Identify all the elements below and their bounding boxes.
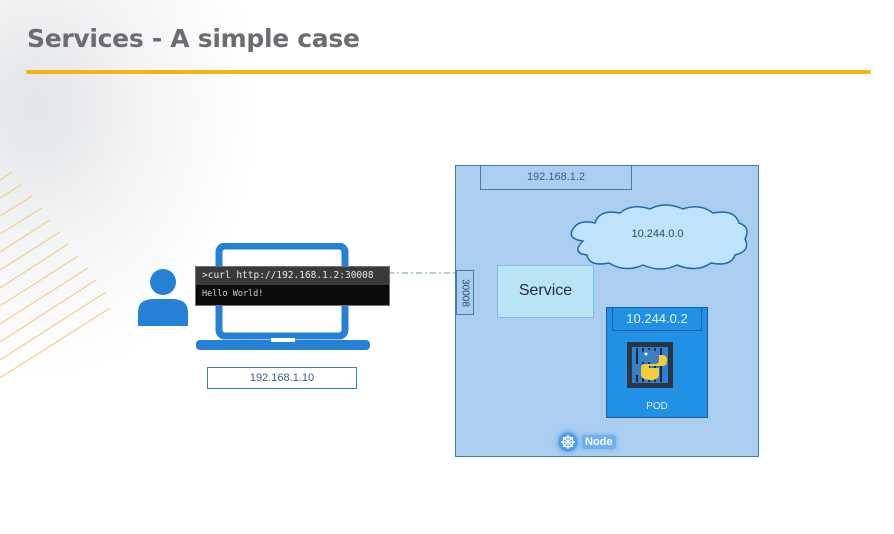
node-badge: Node [558, 432, 616, 452]
terminal-command: >curl http://192.168.1.2:30008 [196, 267, 389, 285]
terminal-window: >curl http://192.168.1.2:30008 Hello Wor… [195, 266, 390, 306]
node-port-label: 30008 [459, 278, 471, 307]
pod-ip-label: 10.244.0.2 [612, 308, 702, 331]
pod-label: POD [646, 401, 668, 412]
slide-title: Services - A simple case [27, 24, 360, 53]
kubernetes-icon [558, 432, 578, 452]
node-port: 30008 [456, 270, 474, 315]
service-box: Service [497, 265, 594, 318]
node-ip-label: 192.168.1.2 [480, 165, 632, 190]
python-container-icon [627, 342, 673, 388]
node-label: Node [582, 435, 616, 449]
title-underline [26, 70, 871, 74]
terminal-output: Hello World! [202, 289, 264, 299]
client-ip-label: 192.168.1.10 [207, 367, 357, 389]
pod-network-label: 10.244.0.0 [631, 228, 684, 240]
pod-network-cloud [570, 204, 748, 270]
person-icon [138, 269, 188, 326]
service-label: Service [518, 282, 573, 299]
decorative-stripes [0, 171, 111, 379]
